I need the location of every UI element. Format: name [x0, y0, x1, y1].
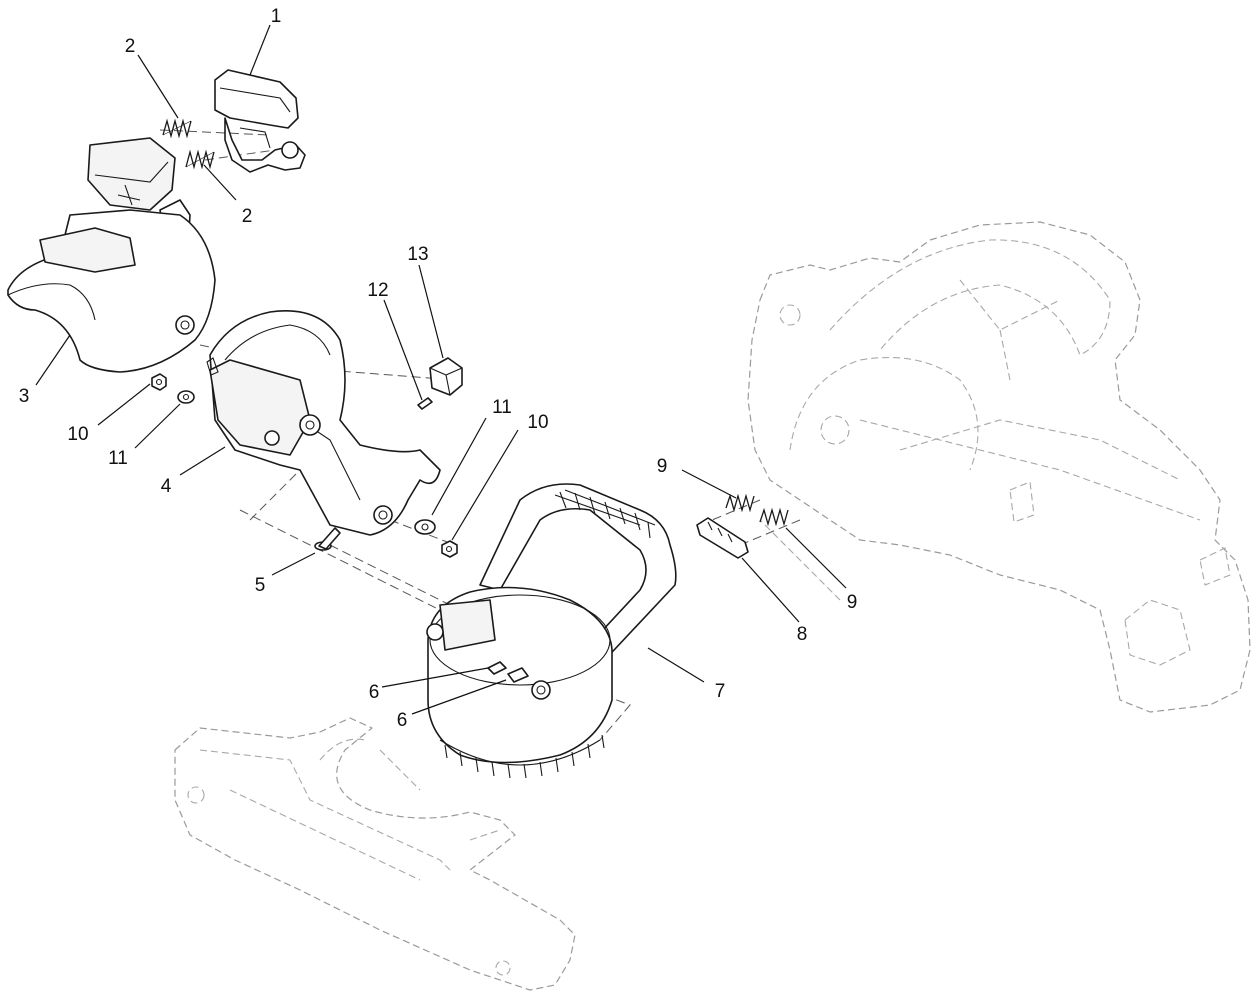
callout-2-lower: 2 — [242, 206, 253, 227]
part-1-upper-cap — [214, 69, 306, 173]
part-6-pin-lower — [507, 667, 529, 683]
part-10-nut-left — [151, 373, 167, 391]
callout-6-upper: 6 — [369, 682, 380, 703]
callout-1: 1 — [271, 6, 282, 27]
callout-10-left: 10 — [67, 424, 88, 445]
callout-3: 3 — [19, 386, 30, 407]
part-4-chute-housing — [206, 310, 441, 536]
part-7-rotator-handle — [426, 483, 677, 779]
callout-12: 12 — [367, 280, 388, 301]
callout-9-lower: 9 — [847, 592, 858, 613]
part-12-pin — [417, 397, 433, 410]
part-3-chute-deflector — [7, 137, 216, 373]
part-9-spring-lower — [759, 507, 789, 527]
callout-6-lower: 6 — [397, 710, 408, 731]
part-13-knob — [429, 357, 463, 396]
phantom-main-housing — [747, 221, 1251, 713]
callout-11-left: 11 — [108, 448, 128, 469]
part-9-spring-upper — [725, 493, 755, 513]
callout-5: 5 — [255, 575, 266, 596]
callout-13: 13 — [407, 244, 428, 265]
callout-10-right: 10 — [527, 412, 548, 433]
callout-2-upper: 2 — [125, 36, 136, 57]
part-2-spring-upper — [162, 118, 192, 139]
part-11-washer-left — [177, 390, 195, 404]
callout-labels: 1 2 2 3 4 5 6 6 7 8 9 9 10 10 11 11 12 1… — [19, 6, 858, 731]
callout-7: 7 — [715, 681, 726, 702]
leader-lines — [35, 24, 847, 715]
callout-9-upper: 9 — [657, 456, 668, 477]
part-11-washer-right — [414, 519, 436, 535]
part-2-spring-lower — [185, 149, 215, 170]
part-8-pawl — [696, 517, 749, 559]
callout-4: 4 — [161, 476, 172, 497]
part-10-nut-right — [441, 540, 458, 558]
callout-8: 8 — [797, 624, 808, 645]
callout-11-right: 11 — [492, 397, 512, 418]
part-6-pin-upper — [487, 661, 507, 675]
phantom-frame-bar — [174, 717, 576, 991]
part-5-carriage-bolt — [314, 527, 341, 551]
